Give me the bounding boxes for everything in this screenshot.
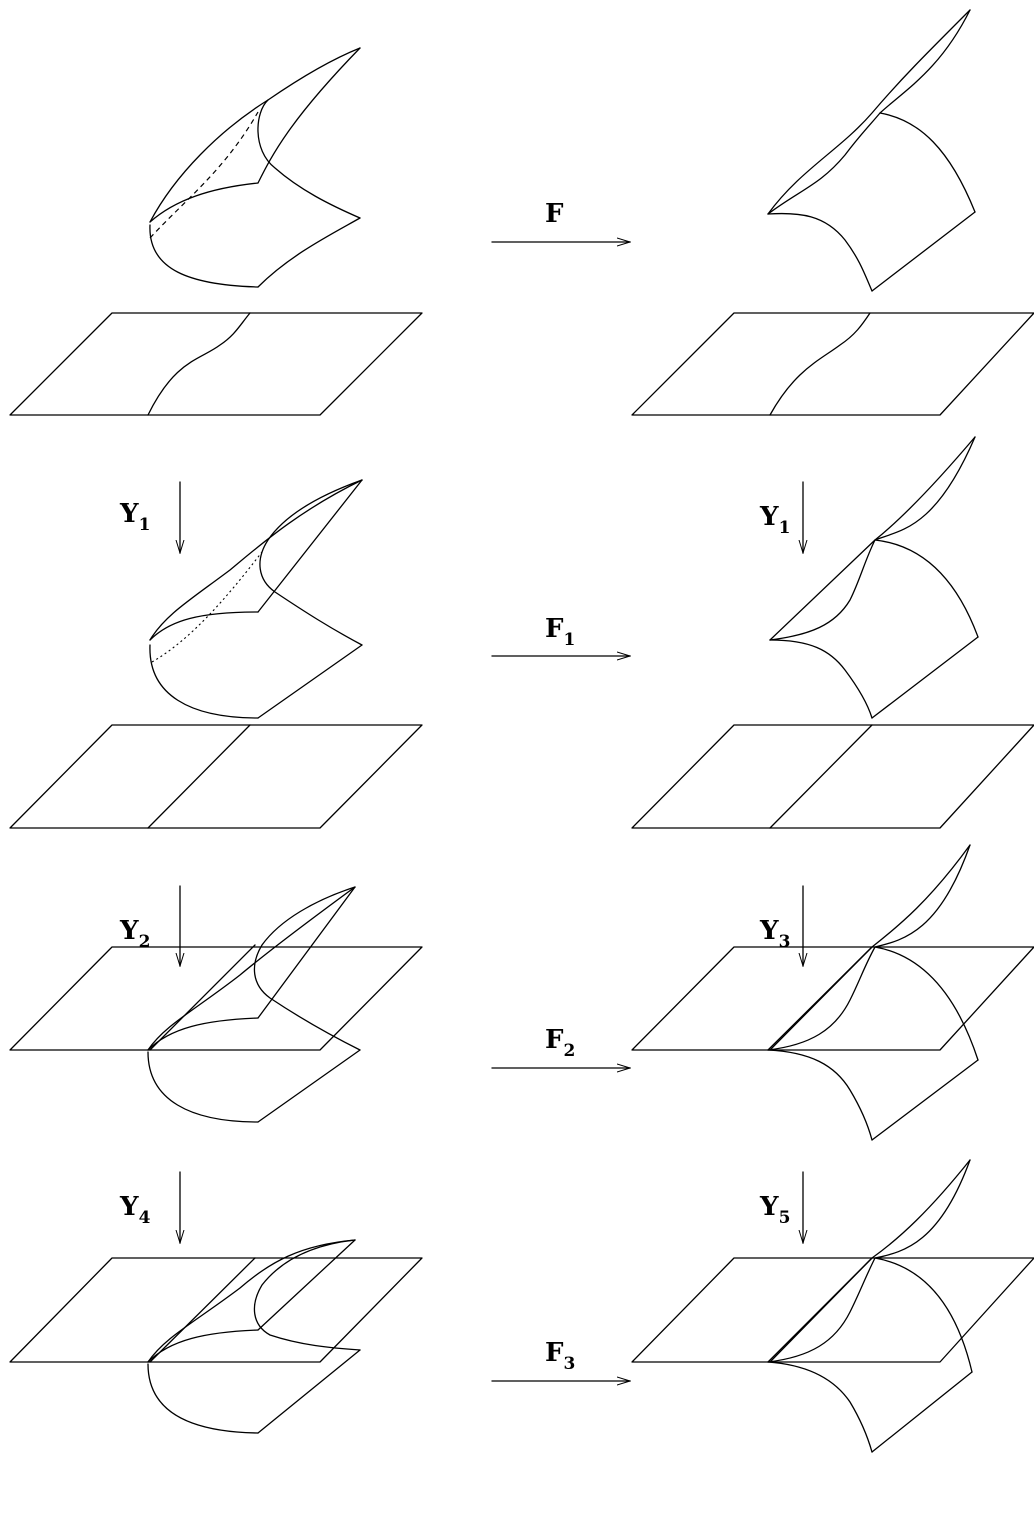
surface-right-row4 [767,1159,973,1453]
surface-right-row2 [769,436,979,719]
surface-left-row4 [147,1239,361,1434]
surface-right-row3 [767,844,979,1141]
plane-left-row2 [9,724,423,829]
svg-text:Y4: Y4 [119,1192,151,1228]
map-arrow-Y4: Y4 [119,1171,180,1243]
plane-right-row2 [631,724,1034,829]
map-arrow-F: F [491,199,630,242]
map-arrow-F2: F2 [491,1025,630,1068]
plane-right-row1 [631,312,1034,416]
surface-left-row3 [147,886,361,1123]
map-arrow-Y1-left: Y1 [119,481,180,553]
svg-text:F: F [545,199,564,229]
surface-left-row1 [149,47,361,288]
map-arrow-F3: F3 [491,1338,630,1381]
svg-text:F3: F3 [545,1338,575,1374]
svg-text:F1: F1 [545,614,575,650]
plane-left-row1 [9,312,423,416]
plane-left-row3 [9,946,423,1051]
plane-right-row4 [631,1257,1034,1363]
map-arrow-F1: F1 [491,614,630,656]
svg-text:Y1: Y1 [119,499,150,535]
surface-left-row2 [149,479,363,719]
svg-text:Y1: Y1 [759,502,790,538]
plane-left-row4 [9,1257,423,1363]
map-arrow-Y1-right: Y1 [759,481,803,553]
svg-text:Y5: Y5 [759,1192,790,1228]
map-arrow-Y3: Y3 [759,885,803,966]
plane-right-row3 [631,946,1034,1051]
map-arrow-Y5: Y5 [759,1171,803,1243]
surface-right-row1 [767,9,976,292]
svg-text:Y2: Y2 [119,916,150,952]
svg-text:Y3: Y3 [759,916,790,952]
svg-text:F2: F2 [545,1025,575,1061]
map-arrow-Y2: Y2 [119,885,180,966]
